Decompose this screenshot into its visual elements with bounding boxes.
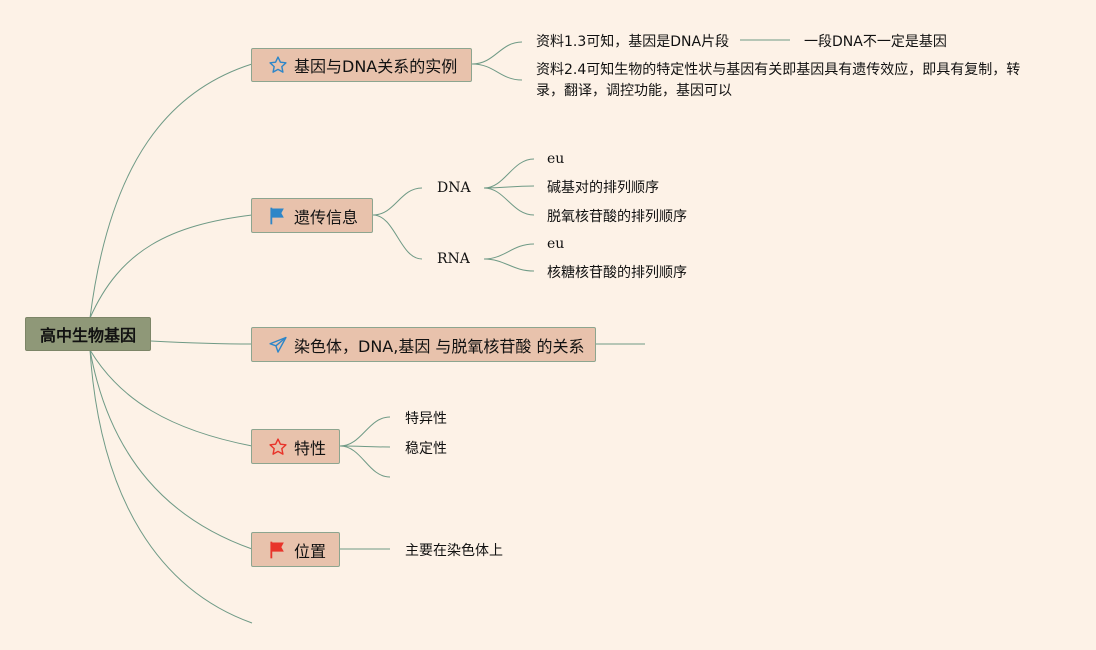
star-outline-icon — [268, 55, 288, 75]
leaf-mainly-on-chromosome[interactable]: 主要在染色体上 — [405, 543, 503, 559]
connector-t1-c2 — [471, 63, 523, 81]
flag-icon — [268, 206, 288, 226]
paper-plane-icon — [268, 335, 288, 355]
connector-rna-eu — [483, 243, 535, 260]
topic-chromosome-dna-gene-relation[interactable]: 染色体，DNA,基因 与脱氧核苷酸 的关系 — [251, 327, 596, 362]
connector-dna-eu — [483, 158, 535, 189]
connector-t4-c — [339, 445, 391, 478]
connector-rna-ribo — [483, 258, 535, 272]
connector-t2-dna — [372, 187, 423, 216]
topic-gene-dna-examples[interactable]: 基因与DNA关系的实例 — [251, 48, 472, 82]
connector-t2-rna — [372, 214, 423, 260]
root-topic-label: 高中生物基因 — [39, 326, 136, 345]
connector-dna-base — [483, 185, 535, 189]
leaf-stability[interactable]: 稳定性 — [405, 441, 447, 457]
connector-dna-deoxy — [483, 187, 535, 216]
connector-root-t2 — [89, 214, 253, 319]
connector-root-extra — [89, 349, 253, 624]
connector-t1-c1 — [471, 41, 523, 65]
leaf-specificity[interactable]: 特异性 — [405, 411, 447, 427]
connector-t4-a — [339, 416, 391, 447]
leaf-material-2-4[interactable]: 资料2.4可知生物的特定性状与基因有关即基因具有遗传效应，即具有复制，转录，翻译… — [536, 62, 1021, 99]
connector-root-t4 — [89, 349, 253, 447]
topic-label: 染色体，DNA,基因 与脱氧核苷酸 的关系 — [294, 336, 585, 356]
leaf-dna-eu[interactable]: eu — [547, 151, 565, 167]
connector-t4-b — [339, 445, 391, 448]
leaf-deoxynucleotide-order[interactable]: 脱氧核苷酸的排列顺序 — [547, 209, 687, 225]
topic-characteristics[interactable]: 特性 — [251, 429, 340, 464]
star-outline-icon — [268, 437, 288, 457]
topic-label: 位置 — [294, 541, 327, 561]
leaf-rna-eu[interactable]: eu — [547, 236, 565, 252]
flag-icon — [268, 540, 288, 560]
topic-label: 特性 — [294, 438, 327, 458]
topic-location[interactable]: 位置 — [251, 532, 340, 567]
subtopic-dna[interactable]: DNA — [437, 180, 471, 196]
leaf-ribonucleotide-order[interactable]: 核糖核苷酸的排列顺序 — [547, 265, 687, 281]
subtopic-rna[interactable]: RNA — [437, 251, 470, 267]
connector-root-t1 — [89, 63, 253, 319]
topic-label: 基因与DNA关系的实例 — [294, 57, 458, 76]
leaf-base-pair-order[interactable]: 碱基对的排列顺序 — [547, 180, 659, 196]
topic-genetic-information[interactable]: 遗传信息 — [251, 198, 373, 233]
leaf-material-1-3[interactable]: 资料1.3可知，基因是DNA片段 — [536, 34, 730, 50]
topic-label: 遗传信息 — [294, 207, 359, 227]
root-topic[interactable]: 高中生物基因 — [25, 317, 151, 351]
connector-root-t5 — [89, 349, 253, 550]
connector-root-t3 — [150, 340, 253, 345]
leaf-dna-not-always-gene[interactable]: 一段DNA不一定是基因 — [804, 34, 947, 50]
